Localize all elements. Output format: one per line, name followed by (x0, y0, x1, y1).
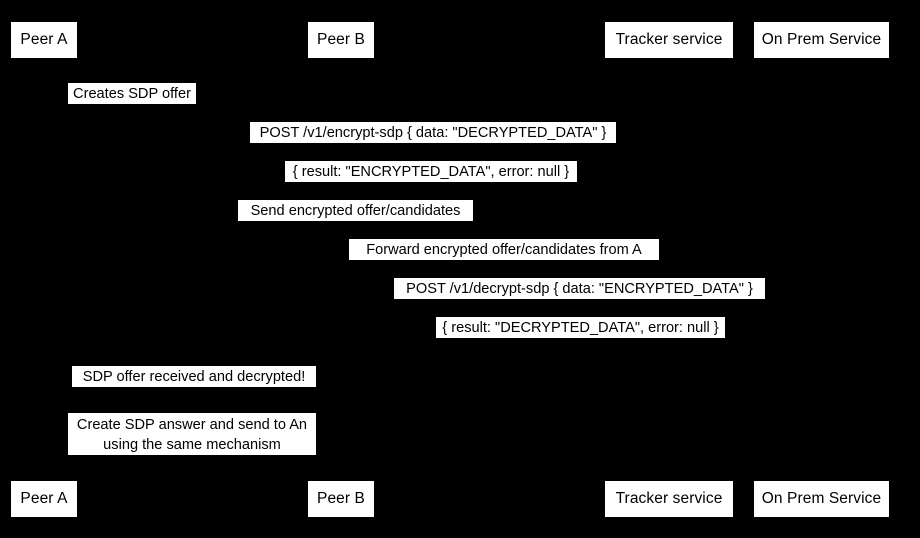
participant-label: Tracker service (615, 31, 723, 49)
message-text: POST /v1/decrypt-sdp { data: "ENCRYPTED_… (406, 281, 753, 297)
participant-on-prem-service-top[interactable]: On Prem Service (754, 22, 889, 58)
message-text: Forward encrypted offer/candidates from … (366, 242, 642, 258)
message-text: SDP offer received and decrypted! (82, 369, 306, 385)
participant-label: Peer A (20, 490, 68, 508)
message-label-forward-encrypted-offer: Forward encrypted offer/candidates from … (349, 239, 659, 260)
participant-tracker-service-bottom[interactable]: Tracker service (605, 481, 733, 517)
participant-label: On Prem Service (761, 31, 882, 49)
participant-peer-b-top[interactable]: Peer B (308, 22, 374, 58)
message-text-line-1: Create SDP answer and send to An (76, 417, 308, 433)
participant-tracker-service-top[interactable]: Tracker service (605, 22, 733, 58)
participant-label: Peer A (20, 31, 68, 49)
message-label-encrypt-sdp-result: { result: "ENCRYPTED_DATA", error: null … (285, 161, 577, 182)
message-text: Send encrypted offer/candidates (250, 203, 461, 219)
participant-on-prem-service-bottom[interactable]: On Prem Service (754, 481, 889, 517)
participant-peer-b-bottom[interactable]: Peer B (308, 481, 374, 517)
message-text-line-2: using the same mechanism (103, 437, 281, 453)
message-label-post-encrypt-sdp: POST /v1/encrypt-sdp { data: "DECRYPTED_… (250, 122, 616, 143)
message-label-decrypt-sdp-result: { result: "DECRYPTED_DATA", error: null … (436, 317, 725, 338)
message-text: POST /v1/encrypt-sdp { data: "DECRYPTED_… (259, 125, 607, 141)
message-text: { result: "ENCRYPTED_DATA", error: null … (292, 164, 570, 180)
participant-label: On Prem Service (761, 490, 882, 508)
participant-label: Peer B (317, 31, 365, 49)
message-label-creates-sdp-offer: Creates SDP offer (68, 83, 196, 104)
participant-peer-a-bottom[interactable]: Peer A (11, 481, 77, 517)
participant-peer-a-top[interactable]: Peer A (11, 22, 77, 58)
message-label-send-encrypted-offer: Send encrypted offer/candidates (238, 200, 473, 221)
participant-label: Peer B (317, 490, 365, 508)
message-text: { result: "DECRYPTED_DATA", error: null … (442, 320, 719, 336)
message-text: Creates SDP offer (73, 86, 191, 102)
message-label-post-decrypt-sdp: POST /v1/decrypt-sdp { data: "ENCRYPTED_… (394, 278, 765, 299)
message-label-create-sdp-answer: Create SDP answer and send to An using t… (68, 413, 316, 455)
participant-label: Tracker service (615, 490, 723, 508)
message-label-sdp-offer-received: SDP offer received and decrypted! (72, 366, 316, 387)
